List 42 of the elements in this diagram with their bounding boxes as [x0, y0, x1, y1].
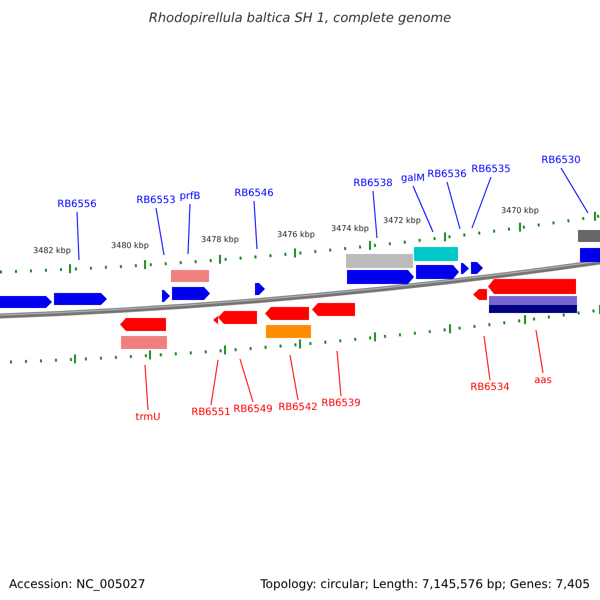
gene-label: galM	[401, 172, 425, 185]
leader-line	[144, 364, 148, 410]
scale-label: 3480 kbp	[111, 241, 149, 251]
scale-label: 3470 kbp	[501, 206, 539, 216]
gene-label: aas	[534, 374, 552, 387]
gene-label: RB6549	[233, 403, 273, 416]
leader-line	[412, 186, 434, 232]
leader-line	[290, 354, 298, 400]
leader-line	[188, 204, 190, 254]
scale-label: 3472 kbp	[383, 216, 421, 226]
gene-label: RB6536	[427, 168, 467, 181]
gene-label: prfB	[180, 190, 200, 203]
gene-label: RB6535	[471, 163, 511, 176]
leader-line	[76, 212, 80, 260]
accession-text: Accession: NC_005027	[9, 576, 146, 593]
genome-info-text: Topology: circular; Length: 7,145,576 bp; Genes: 7,405	[260, 576, 590, 593]
scale-label: 3482 kbp	[33, 246, 71, 256]
leader-line	[536, 330, 544, 374]
leader-line	[336, 350, 342, 396]
leader-line	[254, 200, 258, 250]
gene-label: RB6534	[470, 381, 510, 394]
gene-label: RB6538	[353, 177, 393, 190]
leader-line	[446, 182, 460, 230]
scale-label: 3476 kbp	[277, 230, 315, 240]
leader-line	[484, 336, 490, 380]
leader-line	[240, 358, 254, 402]
leader-line	[560, 168, 588, 214]
gene-label: RB6553	[136, 194, 176, 207]
leader-line	[156, 208, 164, 256]
gene-label: RB6546	[234, 187, 274, 200]
gene-label: RB6539	[321, 397, 361, 410]
leader-line	[210, 360, 218, 406]
leader-line	[372, 190, 378, 238]
gene-label: RB6542	[278, 401, 318, 414]
scale-label: 3478 kbp	[201, 235, 239, 245]
leader-line	[472, 176, 492, 228]
gene-label: RB6530	[541, 154, 581, 167]
gene-label: RB6551	[191, 406, 231, 419]
gene-label: RB6556	[57, 198, 97, 211]
title: Rhodopirellula baltica SH 1, complete genome	[148, 10, 452, 28]
gene-label: trmU	[136, 411, 160, 424]
scale-label: 3474 kbp	[331, 224, 369, 234]
